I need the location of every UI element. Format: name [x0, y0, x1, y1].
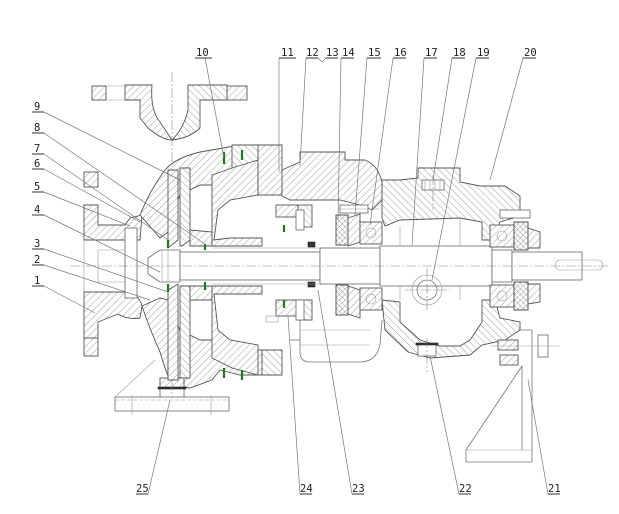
callout-4: 4: [34, 204, 40, 216]
callout-17: 17: [425, 47, 438, 59]
callout-5: 5: [34, 181, 40, 193]
callout-10: 10: [196, 47, 209, 59]
callout-7: 7: [34, 143, 40, 155]
callout-leaders: [32, 57, 560, 495]
front-bearing-group: [335, 204, 383, 319]
callout-16: 16: [394, 47, 407, 59]
callout-22: 22: [459, 483, 472, 495]
callout-labels: 1 2 3 4 5 6 7 8 9 10 11 12 13 14 15 16 1…: [34, 47, 561, 495]
callout-24: 24: [300, 483, 313, 495]
callout-12: 12: [306, 47, 319, 59]
callout-23: 23: [352, 483, 365, 495]
support-bracket: [465, 329, 560, 463]
mechanical-seal: [265, 204, 316, 323]
oil-sight-glass: [405, 268, 450, 312]
pump-foot: [114, 359, 230, 415]
callout-11: 11: [281, 47, 294, 59]
callout-2: 2: [34, 254, 40, 266]
callout-14: 14: [342, 47, 355, 59]
callout-15: 15: [368, 47, 381, 59]
impeller: [167, 167, 213, 381]
callout-3: 3: [34, 238, 40, 250]
callout-19: 19: [477, 47, 490, 59]
callout-20: 20: [524, 47, 537, 59]
drain-plug: [415, 338, 439, 372]
rear-bearing-group: [489, 209, 541, 311]
callout-8: 8: [34, 122, 40, 134]
discharge-flange: [91, 72, 248, 175]
callout-21: 21: [548, 483, 561, 495]
callout-25: 25: [136, 483, 149, 495]
suction-flange: [83, 171, 143, 357]
callout-1: 1: [34, 275, 40, 287]
callout-13: 13: [326, 47, 339, 59]
lower-bearing-support: [290, 300, 383, 363]
callout-9: 9: [34, 101, 40, 113]
callout-18: 18: [453, 47, 466, 59]
callout-6: 6: [34, 158, 40, 170]
